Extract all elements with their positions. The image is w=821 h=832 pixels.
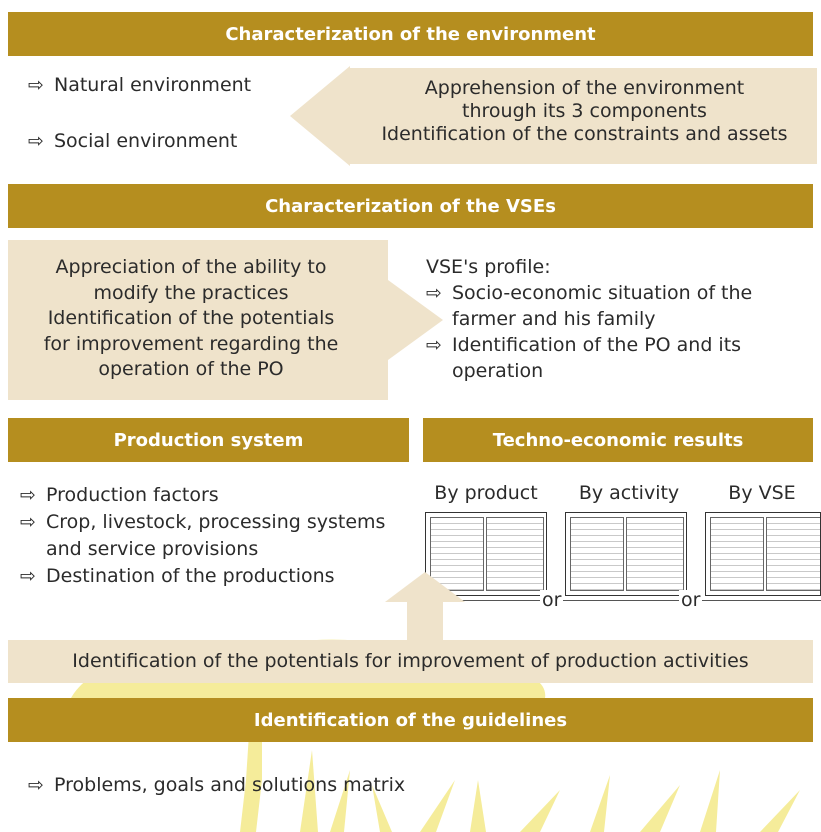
techno-column-label-product: By product: [434, 482, 538, 504]
environment-arrow-shape: [290, 66, 817, 166]
environment-bullet-natural: ⇨Natural environment: [28, 74, 252, 96]
arrow-right-outline-icon: ⇨: [28, 774, 44, 796]
production-bullet-3: ⇨ Destination of the productions: [20, 563, 420, 590]
environment-description: Apprehension of the environment through …: [381, 77, 788, 145]
production-bullet-1: ⇨ Production factors: [20, 482, 420, 509]
techno-header: Techno-economic results: [423, 418, 813, 462]
vse-profile: VSE's profile: ⇨ Socio-economic situatio…: [426, 254, 816, 384]
production-bullets: ⇨ Production factors ⇨ Crop, livestock, …: [20, 482, 420, 590]
arrow-right-outline-icon: ⇨: [20, 565, 36, 587]
arrow-right-outline-icon: ⇨: [426, 334, 442, 356]
connector-or-1: or: [540, 589, 564, 611]
connector-or-2: or: [679, 589, 703, 611]
potentials-banner: Identification of the potentials for imp…: [8, 640, 813, 683]
production-header: Production system: [8, 418, 409, 462]
techno-column-label-vse: By VSE: [728, 482, 796, 504]
vses-description: Appreciation of the ability to modify th…: [43, 256, 339, 380]
vses-header: Characterization of the VSEs: [8, 184, 813, 228]
table-thumbnail-vse: [705, 512, 821, 596]
guidelines-header: Identification of the guidelines: [8, 698, 813, 742]
vse-profile-bullet-1: ⇨ Socio-economic situation of the farmer…: [426, 282, 753, 330]
arrow-right-outline-icon: ⇨: [426, 282, 442, 304]
table-thumbnail-activity: [565, 512, 687, 596]
environment-bullet-social: ⇨Social environment: [28, 130, 238, 152]
arrow-right-outline-icon: ⇨: [20, 484, 36, 506]
techno-column-label-activity: By activity: [578, 482, 680, 504]
vses-arrow-shape: [8, 240, 443, 400]
arrow-right-outline-icon: ⇨: [28, 74, 44, 96]
arrow-right-outline-icon: ⇨: [20, 511, 36, 533]
vse-profile-bullet-2: ⇨ Identification of the PO and its opera…: [426, 334, 742, 382]
arrow-right-outline-icon: ⇨: [28, 101, 44, 123]
guidelines-bullet-1: ⇨Problems, goals and solutions matrix: [28, 774, 406, 796]
environment-bullet-economic: ⇨Economic environment: [28, 101, 274, 123]
production-bullet-2: ⇨ Crop, livestock, processing systems an…: [20, 509, 420, 563]
environment-header: Characterization of the environment: [8, 12, 813, 56]
connector-line: [425, 600, 821, 601]
arrow-right-outline-icon: ⇨: [28, 130, 44, 152]
table-thumbnail-product: [425, 512, 547, 596]
vse-profile-title: VSE's profile:: [426, 256, 551, 278]
upward-arrow-shape: [385, 572, 465, 644]
